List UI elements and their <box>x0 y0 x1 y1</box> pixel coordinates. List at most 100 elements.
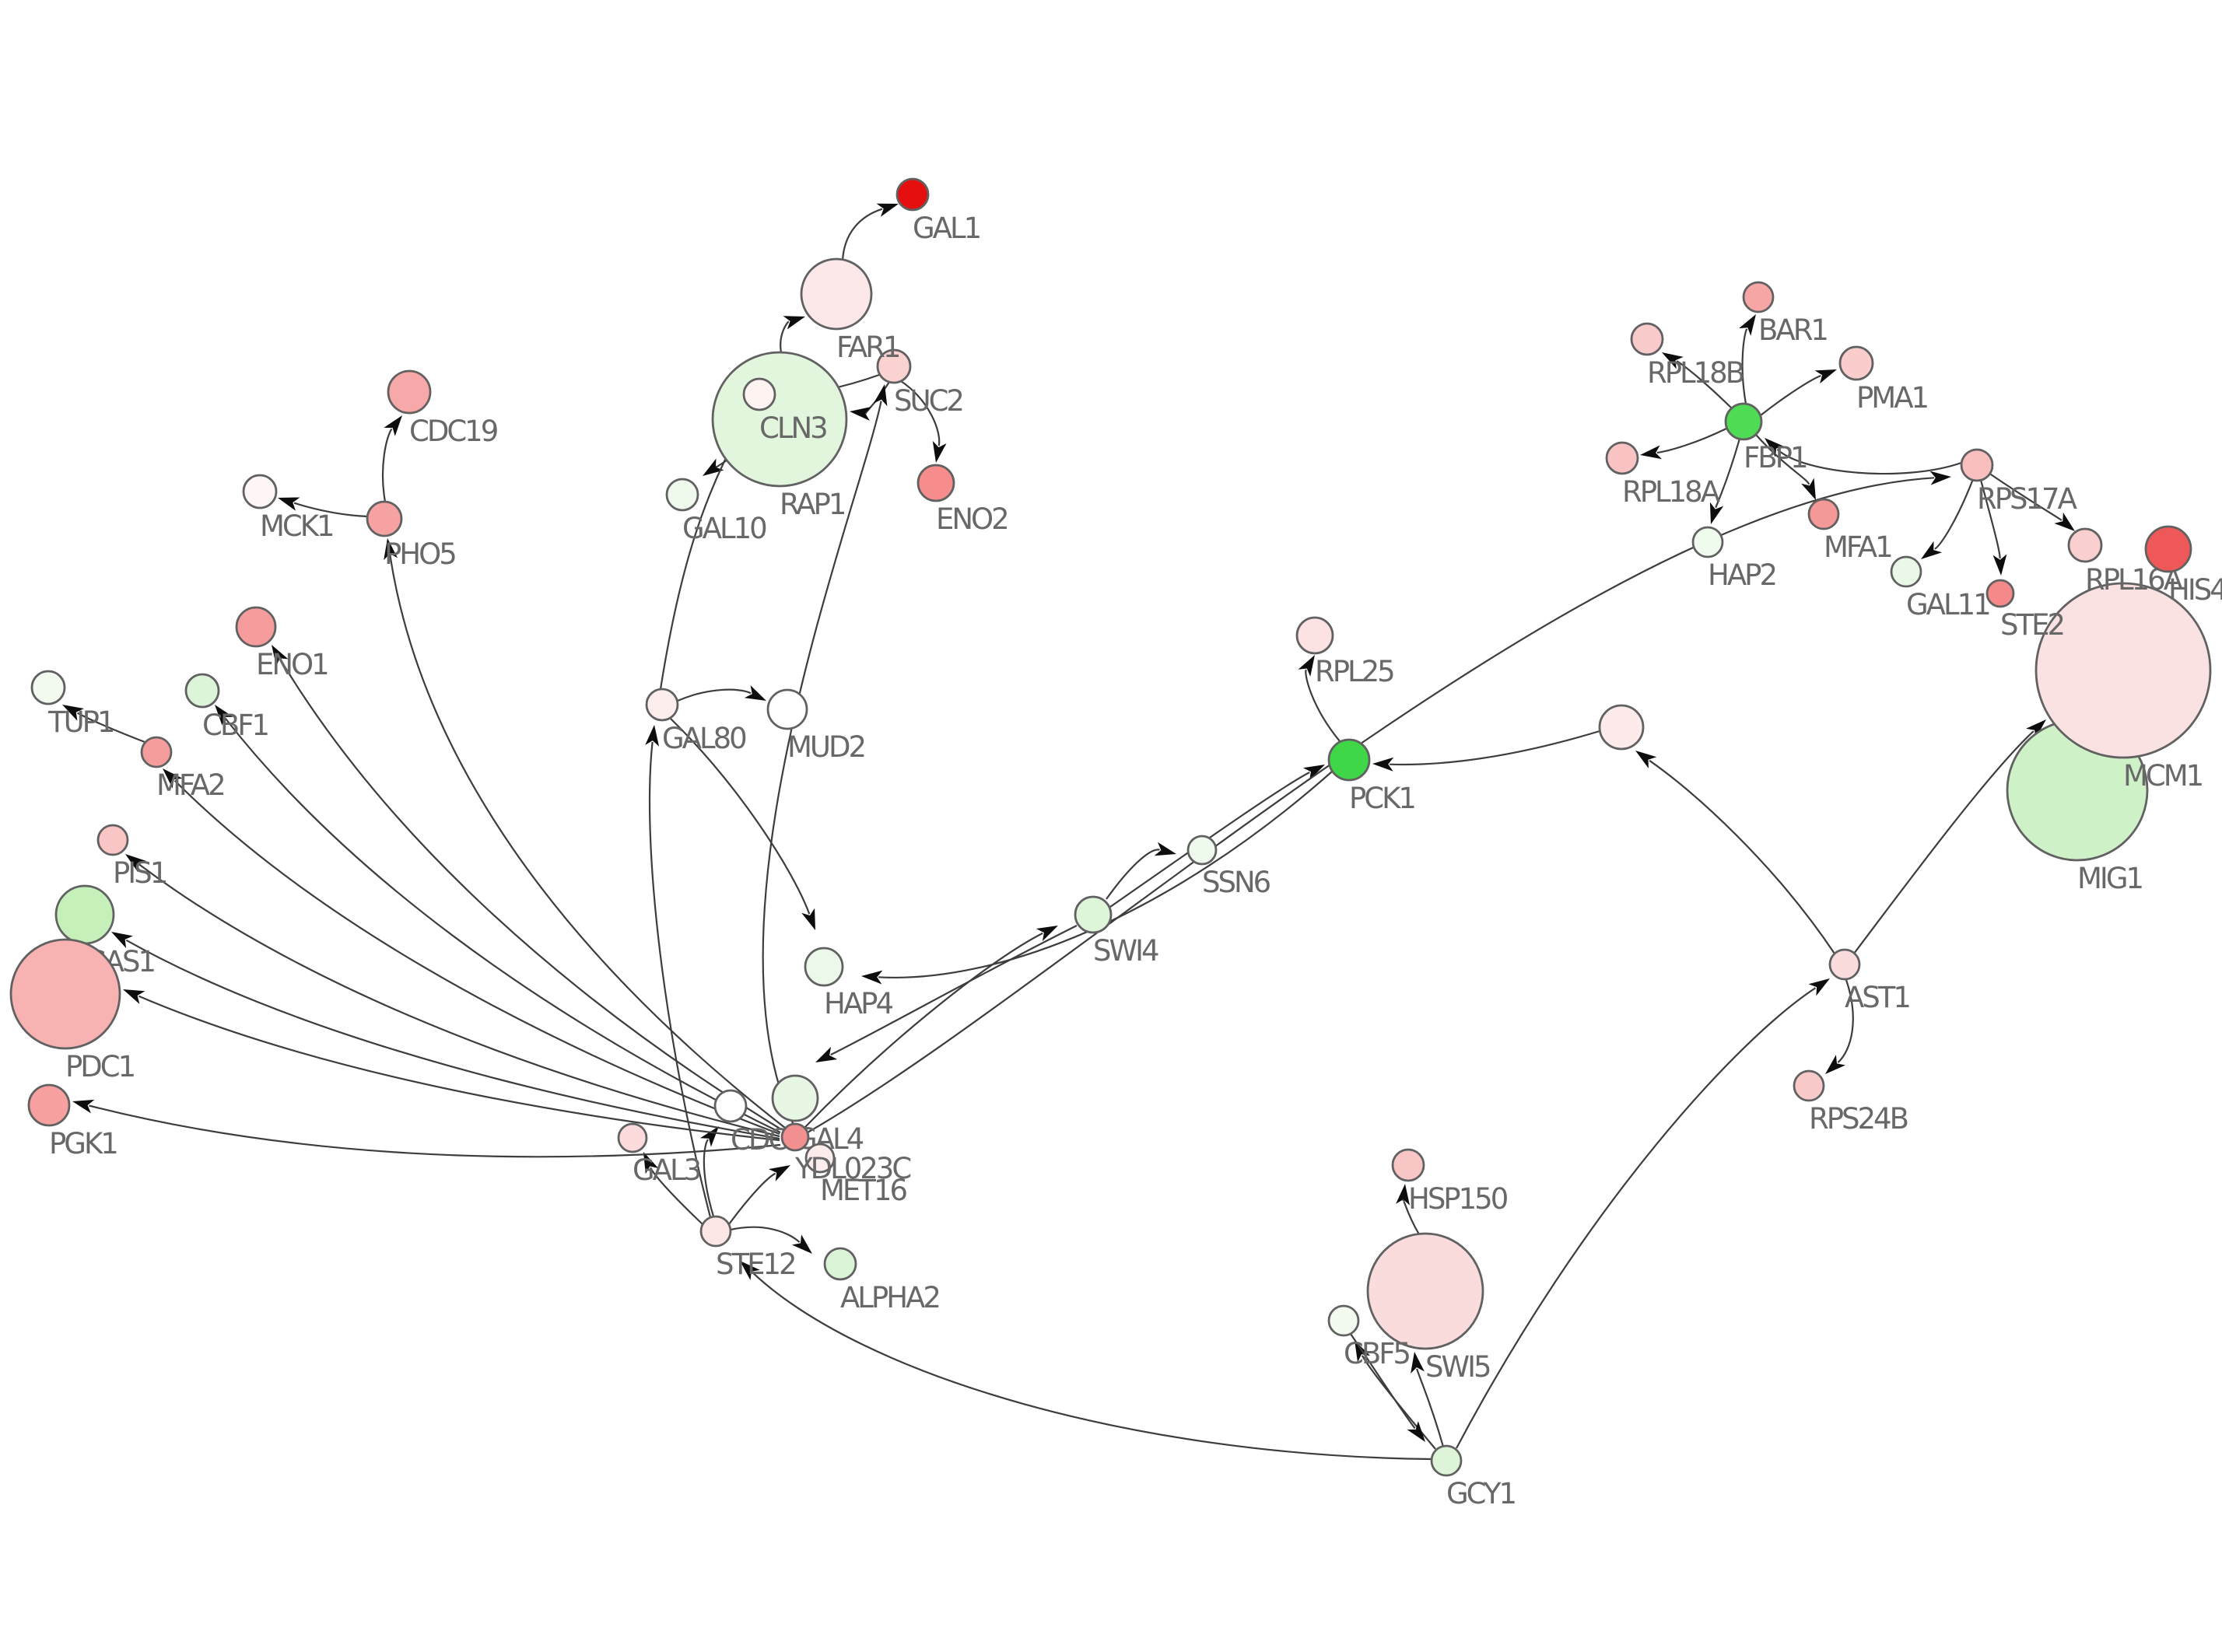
node-circle-GAL1[interactable] <box>895 177 930 212</box>
node-circle-MCK1[interactable] <box>242 474 278 509</box>
node-circle-MUD2[interactable] <box>766 688 808 730</box>
node-circle-HIS4[interactable] <box>2144 525 2192 573</box>
node-circle-PMA1[interactable] <box>1838 345 1874 381</box>
node-circle-ENO2[interactable] <box>916 464 955 502</box>
edge-PHO5-MCK1[interactable] <box>278 497 368 518</box>
node-circle-HAP4[interactable] <box>804 947 844 987</box>
edge-FBP1-RPL18A[interactable] <box>1640 428 1727 460</box>
edge-SWI4-GAL4[interactable] <box>815 925 1078 1062</box>
edge-FBP1-MFA1[interactable] <box>1755 434 1816 500</box>
edge-YDL023C-SWI4[interactable] <box>804 926 1058 1129</box>
node-circle-HSP150[interactable] <box>1391 1148 1425 1182</box>
node-circle-CBF1[interactable] <box>184 673 220 709</box>
edge-RPS17A-RPL16A[interactable] <box>1988 472 2075 531</box>
node-circle-SUC2[interactable] <box>876 348 912 384</box>
node-circle-RPL18B[interactable] <box>1630 322 1664 356</box>
edge-RPS17A-GAL11[interactable] <box>1921 478 1975 559</box>
edge-SUC2-RAP1[interactable] <box>850 381 890 421</box>
edge-YDL023C-CBF1[interactable] <box>215 705 781 1133</box>
node-circle-MCM1[interactable] <box>2034 582 2212 759</box>
node-circle-GAS1[interactable] <box>54 884 115 945</box>
edge-YDL023C-PHO5[interactable] <box>384 538 786 1129</box>
edge-FBP1-BAR1[interactable] <box>1739 314 1756 404</box>
node-circle-PDC1[interactable] <box>9 938 121 1050</box>
edge-PCK1-RPL25[interactable] <box>1298 655 1341 742</box>
edge-STE12-ALPHA2[interactable] <box>730 1226 812 1254</box>
edge-YDL023C-MFA2[interactable] <box>163 768 780 1136</box>
node-circle-GAL4[interactable] <box>771 1074 819 1122</box>
node-circle-FAR1[interactable] <box>800 257 873 331</box>
edge-GCY1-STE12[interactable] <box>740 1261 1432 1461</box>
node-circle-MFA2[interactable] <box>140 736 173 768</box>
node-circle-HAP2[interactable] <box>1691 526 1724 558</box>
node-circle-STE2[interactable] <box>1985 579 2015 608</box>
edge-RAP1-FAR1[interactable] <box>780 316 805 353</box>
edge-RPS17A-FBP1[interactable] <box>1765 438 1962 475</box>
node-circle-AST1[interactable] <box>1828 948 1861 981</box>
node-circle-CDC6[interactable] <box>713 1089 748 1123</box>
node-circle-NODE34[interactable] <box>1598 704 1645 751</box>
edge-PHO5-CDC19[interactable] <box>381 415 402 502</box>
node-circle-RPL16A[interactable] <box>2067 527 2103 563</box>
node-circle-CLN3[interactable] <box>742 377 776 411</box>
edge-YDL023C-GAS1[interactable] <box>111 932 780 1140</box>
node-circle-PCK1[interactable] <box>1327 738 1371 782</box>
node-circle-CBF5[interactable] <box>1327 1304 1360 1337</box>
edge-YDL023C-PIS1[interactable] <box>125 854 780 1138</box>
node-circle-GAL11[interactable] <box>1890 555 1922 588</box>
edge-NODE34-PCK1[interactable] <box>1372 730 1600 772</box>
node-circle-GAL10[interactable] <box>665 478 699 512</box>
edge-GCY1-AST1[interactable] <box>1456 978 1830 1449</box>
edge-FBP1-RPL18B[interactable] <box>1662 352 1733 410</box>
edge-YDL023C-PDC1[interactable] <box>123 989 780 1142</box>
edge-STE12-MET16[interactable] <box>728 1165 790 1225</box>
edge-MFA2-TUP1[interactable] <box>62 705 145 744</box>
node-circle-RPL25[interactable] <box>1295 616 1334 655</box>
node-label-GAL3: GAL3 <box>633 1153 700 1187</box>
edge-FAR1-GAL1[interactable] <box>841 203 899 261</box>
node-circle-MET16[interactable] <box>804 1143 836 1174</box>
edge-RPS17A-STE2[interactable] <box>1979 479 2007 576</box>
node-circle-PHO5[interactable] <box>366 500 403 537</box>
edge-FBP1-PMA1[interactable] <box>1760 369 1837 416</box>
node-circle-YDL023C[interactable] <box>780 1122 810 1152</box>
node-circle-RPL18A[interactable] <box>1605 441 1639 475</box>
edge-STE12-GAL3[interactable] <box>643 1152 703 1225</box>
node-circle-TUP1[interactable] <box>30 670 66 705</box>
node-circle-BAR1[interactable] <box>1742 281 1775 313</box>
edge-STE12-GAL80[interactable] <box>645 725 712 1218</box>
edge-SWI4-PCK1[interactable] <box>1109 765 1325 908</box>
node-circle-RPS24B[interactable] <box>1793 1069 1825 1102</box>
node-circle-SSN6[interactable] <box>1186 835 1218 866</box>
edge-line-YDL023C-PHO5 <box>389 555 786 1129</box>
node-circle-GAL3[interactable] <box>617 1122 648 1153</box>
edge-YDL023C-PGK1[interactable] <box>72 1099 781 1158</box>
edge-AST1-MCM1[interactable] <box>1853 719 2046 954</box>
node-circle-GAL80[interactable] <box>645 688 679 722</box>
edge-YDL023C-ENO1[interactable] <box>272 645 782 1130</box>
node-circle-PIS1[interactable] <box>96 824 129 856</box>
edge-GAL80-MUD2[interactable] <box>677 685 766 702</box>
node-circle-SWI5[interactable] <box>1366 1232 1484 1350</box>
edge-GCY1-SWI5[interactable] <box>1411 1352 1445 1447</box>
node-circle-PGK1[interactable] <box>27 1083 71 1127</box>
edge-CBF5-GCY1[interactable] <box>1350 1333 1425 1442</box>
node-circle-STE12[interactable] <box>699 1215 732 1248</box>
edge-SWI4-SSN6[interactable] <box>1106 842 1176 900</box>
edge-FBP1-HAP2[interactable] <box>1709 438 1741 524</box>
node-circle-GCY1[interactable] <box>1430 1444 1463 1477</box>
edge-STE12-CDC6[interactable] <box>699 1126 719 1217</box>
edge-SWI5-HSP150[interactable] <box>1396 1184 1420 1235</box>
node-circle-ALPHA2[interactable] <box>823 1247 857 1281</box>
node-circle-FBP1[interactable] <box>1724 402 1763 441</box>
edge-SUC2-ENO2[interactable] <box>900 380 947 463</box>
edge-AST1-RPS24B[interactable] <box>1825 979 1854 1074</box>
edge-RAP1-GAL10[interactable] <box>703 458 727 477</box>
edge-GAL80-HAP4[interactable] <box>670 718 815 930</box>
node-circle-MFA1[interactable] <box>1807 498 1840 530</box>
node-circle-RPS17A[interactable] <box>1960 448 1994 482</box>
edge-AST1-NODE34[interactable] <box>1635 751 1835 954</box>
node-circle-SWI4[interactable] <box>1074 895 1113 934</box>
node-circle-ENO1[interactable] <box>235 606 277 648</box>
node-circle-CDC19[interactable] <box>387 369 432 415</box>
